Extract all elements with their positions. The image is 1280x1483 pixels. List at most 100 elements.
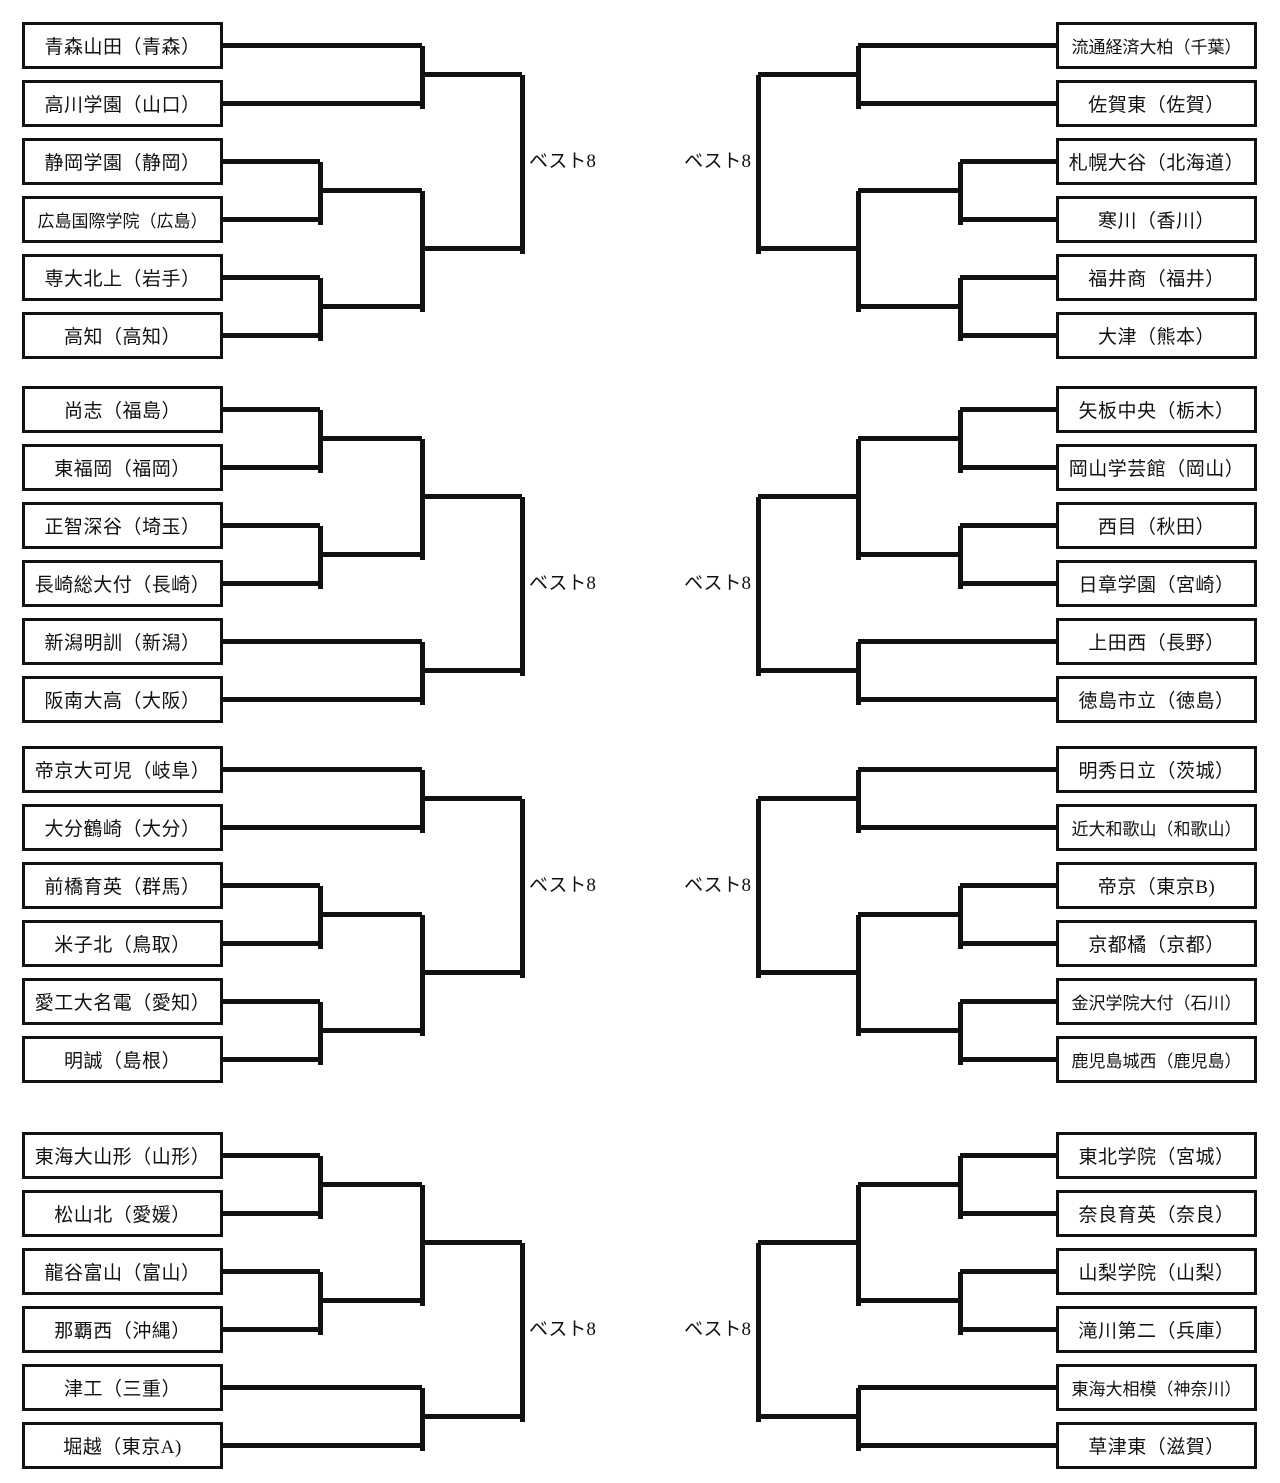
team-box: 日章学園（宮崎） — [1056, 560, 1257, 607]
team-label: 正智深谷（埼玉） — [44, 517, 201, 538]
team-label: 明誠（島根） — [63, 1051, 181, 1072]
match-line — [320, 912, 422, 917]
team-box: 米子北（鳥取） — [22, 920, 223, 967]
team-label: 前橋育英（群馬） — [44, 877, 201, 898]
team-label: 帝京大可児（岐阜） — [34, 761, 211, 782]
team-box: 阪南大高（大阪） — [22, 676, 223, 723]
match-line — [960, 217, 1056, 222]
match-join — [855, 914, 861, 1036]
best8-label: ベスト8 — [684, 572, 751, 594]
team-label: 阪南大高（大阪） — [44, 691, 201, 712]
team-label: 岡山学芸館（岡山） — [1068, 459, 1245, 480]
match-line — [960, 581, 1056, 586]
team-box: 尚志（福島） — [22, 386, 223, 433]
match-line — [422, 668, 522, 673]
team-box: 高川学園（山口） — [22, 80, 223, 127]
match-join — [957, 1155, 963, 1219]
team-label: 寒川（香川） — [1097, 211, 1215, 232]
match-join — [755, 496, 761, 676]
match-join — [855, 190, 861, 312]
match-line — [422, 1414, 522, 1419]
match-line — [320, 188, 422, 193]
match-line — [858, 1182, 960, 1187]
team-box: 山梨学院（山梨） — [1056, 1248, 1257, 1295]
block-3: 帝京大可児（岐阜） 大分鶴崎（大分） 前橋育英（群馬） 米子北（鳥取） 愛工大名電（愛知… — [0, 746, 1280, 1083]
match-line — [422, 246, 522, 251]
match-line — [858, 1443, 1056, 1448]
match-line — [858, 304, 960, 309]
team-box: 上田西（長野） — [1056, 618, 1257, 665]
team-box: 金沢学院大付（石川） — [1056, 978, 1257, 1025]
match-line — [223, 1327, 320, 1332]
team-label: 滝川第二（兵庫） — [1078, 1321, 1235, 1342]
match-join — [317, 885, 323, 949]
team-box: 静岡学園（静岡） — [22, 138, 223, 185]
match-join — [855, 1387, 861, 1451]
team-label: 青森山田（青森） — [44, 37, 201, 58]
team-label: 新潟明訓（新潟） — [44, 633, 201, 654]
team-label: 奈良育英（奈良） — [1078, 1205, 1235, 1226]
team-label: 明秀日立（茨城） — [1078, 761, 1235, 782]
team-box: 帝京（東京B) — [1056, 862, 1257, 909]
match-line — [858, 436, 960, 441]
team-box: 新潟明訓（新潟） — [22, 618, 223, 665]
team-label: 京都橘（京都） — [1088, 935, 1225, 956]
match-line — [758, 494, 858, 499]
team-box: 大津（熊本） — [1056, 312, 1257, 359]
team-box: 明誠（島根） — [22, 1036, 223, 1083]
match-line — [858, 1028, 960, 1033]
match-line — [858, 825, 1056, 830]
team-label: 東海大山形（山形） — [34, 1147, 211, 1168]
team-label: 大分鶴崎（大分） — [44, 819, 201, 840]
team-box: 寒川（香川） — [1056, 196, 1257, 243]
best8-label: ベスト8 — [684, 1318, 751, 1340]
team-label: 福井商（福井） — [1088, 269, 1225, 290]
team-label: 尚志（福島） — [63, 401, 181, 422]
team-box: 龍谷富山（富山） — [22, 1248, 223, 1295]
team-label: 堀越（東京A) — [63, 1437, 182, 1458]
match-line — [320, 1298, 422, 1303]
match-join — [755, 1242, 761, 1422]
team-label: 鹿児島城西（鹿児島） — [1071, 1052, 1242, 1071]
match-line — [758, 1240, 858, 1245]
team-label: 高川学園（山口） — [44, 95, 201, 116]
match-line — [960, 275, 1056, 280]
match-join — [855, 438, 861, 560]
team-label: 愛工大名電（愛知） — [34, 993, 211, 1014]
match-join — [419, 190, 425, 312]
team-label: 矢板中央（栃木） — [1078, 401, 1235, 422]
match-join — [317, 1001, 323, 1065]
team-box: 長崎総大付（長崎） — [22, 560, 223, 607]
match-join — [317, 277, 323, 341]
match-line — [223, 883, 320, 888]
team-box: 帝京大可児（岐阜） — [22, 746, 223, 793]
team-box: 松山北（愛媛） — [22, 1190, 223, 1237]
match-join — [957, 161, 963, 225]
match-join — [419, 438, 425, 560]
team-box: 西目（秋田） — [1056, 502, 1257, 549]
match-line — [960, 407, 1056, 412]
match-join — [957, 277, 963, 341]
team-box: 広島国際学院（広島） — [22, 196, 223, 243]
block-2: 尚志（福島）東福岡（福岡）正智深谷（埼玉）長崎総大付（長崎）新潟明訓（新潟）阪南… — [0, 386, 1280, 723]
match-line — [960, 333, 1056, 338]
match-join — [519, 496, 525, 676]
team-label: 上田西（長野） — [1088, 633, 1225, 654]
match-join — [419, 769, 425, 833]
match-line — [758, 668, 858, 673]
match-line — [422, 970, 522, 975]
match-join — [317, 1271, 323, 1335]
match-line — [223, 639, 422, 644]
team-label: 西目（秋田） — [1097, 517, 1215, 538]
match-line — [858, 1298, 960, 1303]
match-line — [320, 1028, 422, 1033]
team-label: 津工（三重） — [63, 1379, 181, 1400]
match-line — [223, 43, 422, 48]
team-label: 流通経済大柏（千葉） — [1071, 38, 1242, 57]
match-line — [422, 1240, 522, 1245]
team-box: 鹿児島城西（鹿児島） — [1056, 1036, 1257, 1083]
team-box: 奈良育英（奈良） — [1056, 1190, 1257, 1237]
team-box: 津工（三重） — [22, 1364, 223, 1411]
team-box: 札幌大谷（北海道） — [1056, 138, 1257, 185]
best8-label: ベスト8 — [529, 150, 596, 172]
